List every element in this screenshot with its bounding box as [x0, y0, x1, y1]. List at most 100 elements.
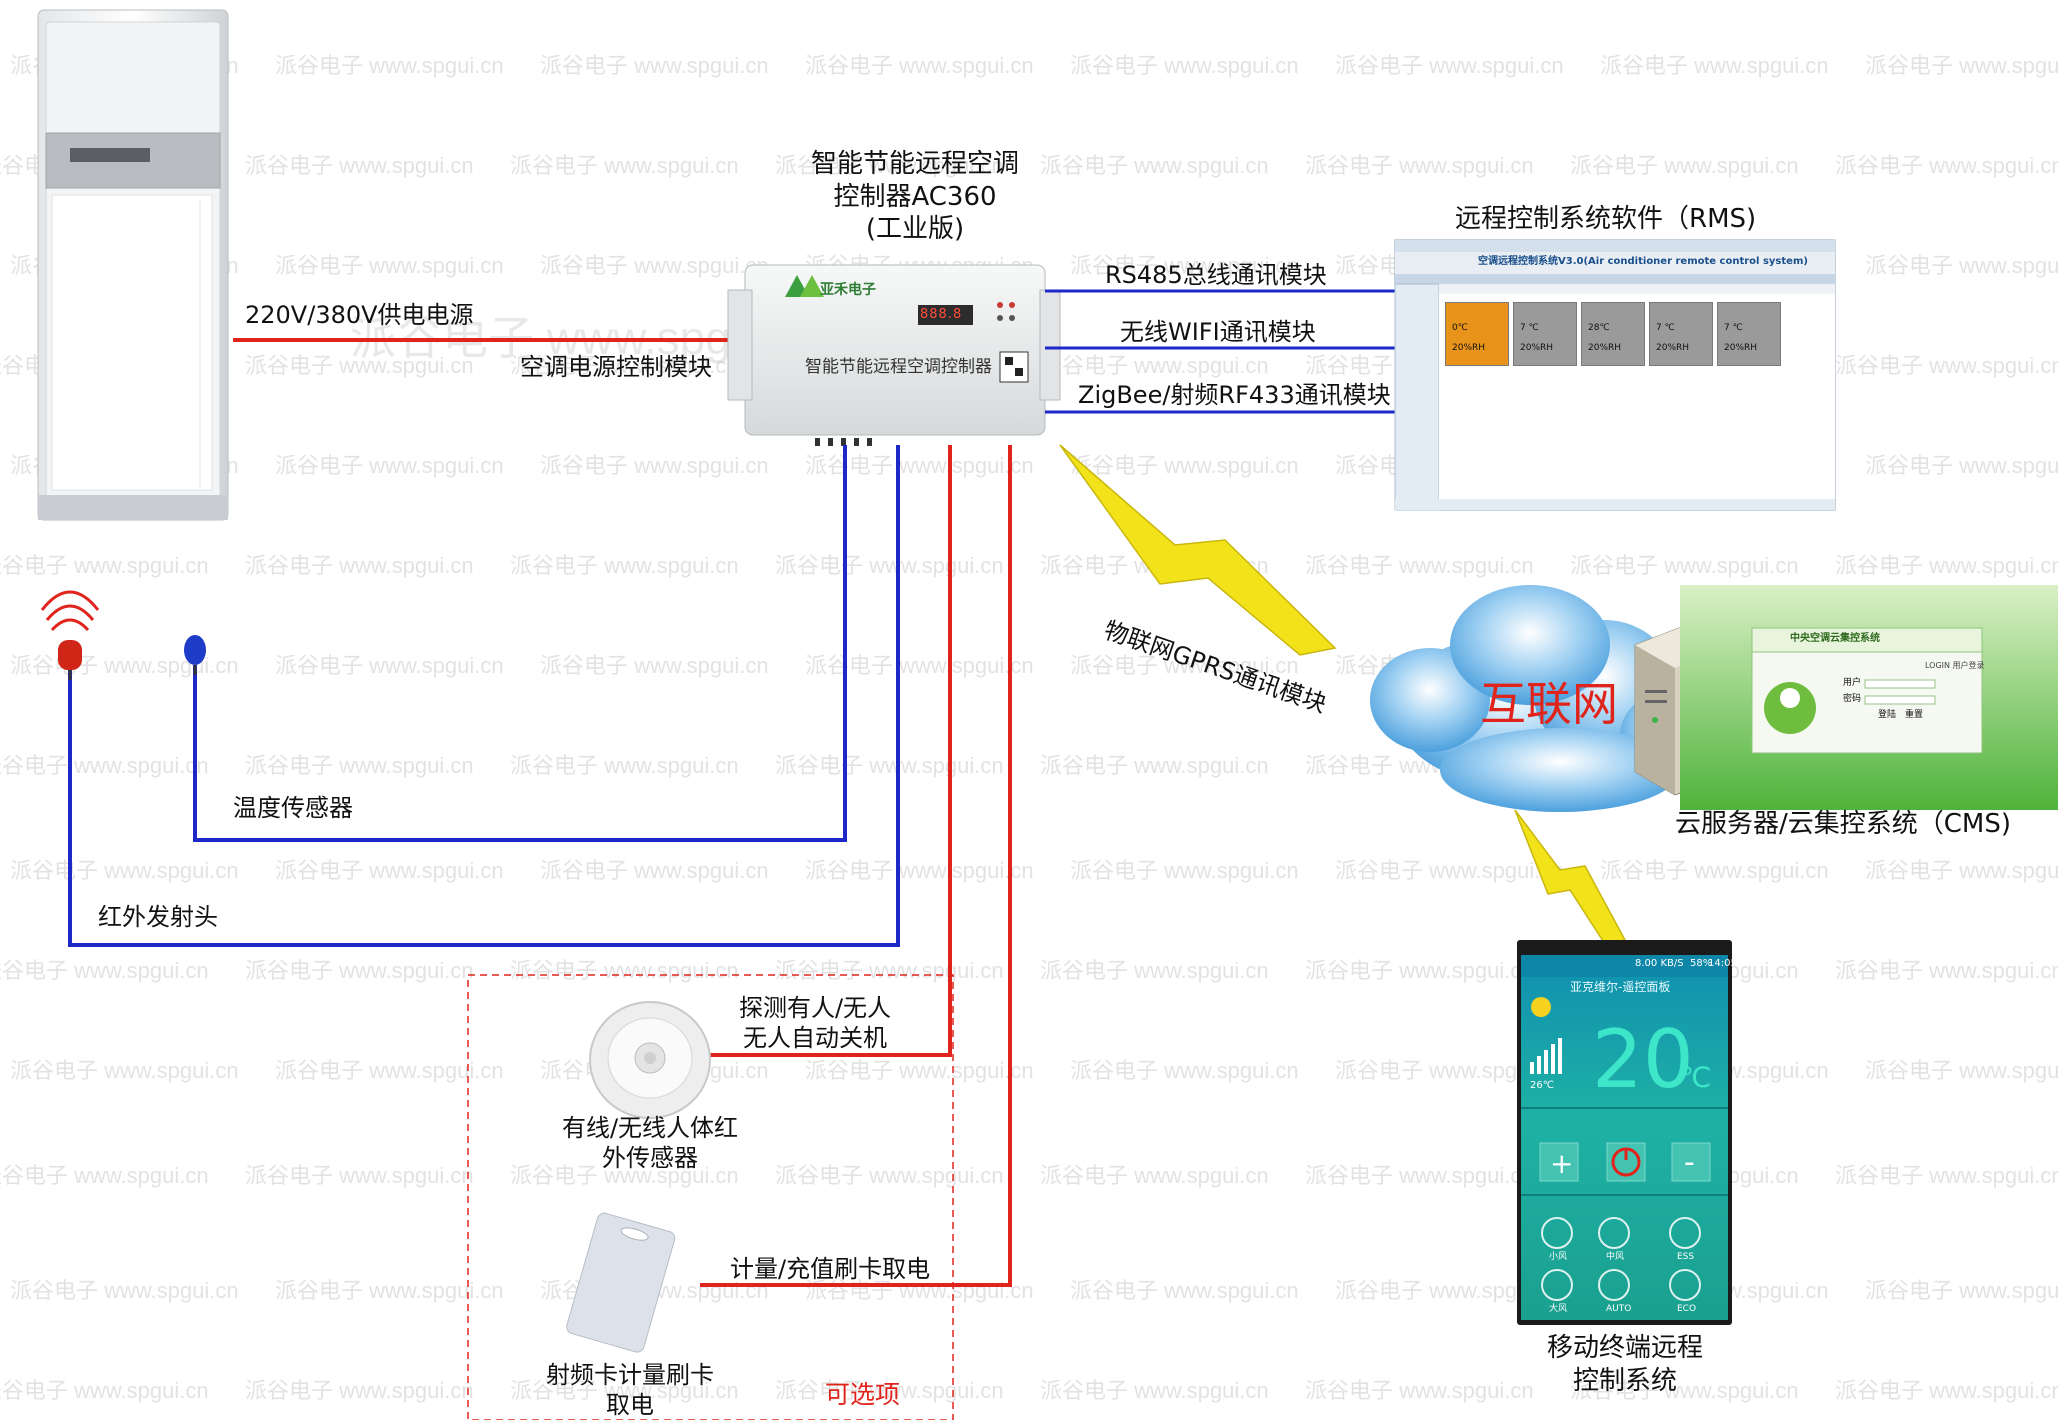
- controller-logo-text: 亚禾电子: [820, 282, 876, 298]
- mobile-plus-button[interactable]: +: [1550, 1147, 1574, 1180]
- watermark-text: 派谷电子 www.spgui.cn: [1305, 553, 1534, 578]
- watermark-text: 派谷电子 www.spgui.cn: [1570, 153, 1799, 178]
- rms-tile[interactable]: 7 ℃ 20%RH: [1717, 302, 1781, 366]
- rs485-label: RS485总线通讯模块: [1105, 261, 1327, 289]
- card-line: [700, 445, 1012, 1287]
- rf-card-line-2: 取电: [606, 1391, 654, 1419]
- zigbee-label: ZigBee/射频RF433通讯模块: [1078, 381, 1391, 409]
- rms-software-window: [1394, 239, 1836, 511]
- controller-title-line-3: (工业版): [865, 214, 965, 244]
- watermark-text: 派谷电子 www.spgui.cn: [1070, 1058, 1299, 1083]
- watermark-text: 派谷电子 www.spgui.cn: [1070, 653, 1299, 678]
- watermark-text: 派谷电子 www.spgui.cn: [1305, 1378, 1534, 1403]
- controller-title-line-1: 智能节能远程空调: [810, 149, 1019, 179]
- optional-label: 可选项: [825, 1382, 901, 1409]
- controller-face-label: 智能节能远程空调控制器: [805, 357, 992, 377]
- cms-login-button[interactable]: 登陆: [1878, 710, 1897, 720]
- rms-tile-value: 20%RH: [1520, 343, 1554, 353]
- pir-line-2: 外传感器: [602, 1144, 698, 1172]
- watermark-text: 派谷电子 www.spgui.cn: [1040, 958, 1269, 983]
- presence-line-2: 无人自动关机: [743, 1024, 887, 1052]
- rms-tile-value: 20%RH: [1588, 343, 1622, 353]
- rms-tile-temp: 7 ℃: [1724, 323, 1743, 333]
- watermark-text: 派谷电子 www.spgui.cn: [1335, 858, 1564, 883]
- watermark-text: 派谷电子 www.spgui.cn: [1835, 553, 2058, 578]
- mobile-fan-label[interactable]: 大风: [1549, 1304, 1568, 1314]
- controller-box: [727, 264, 1061, 446]
- watermark-text: 派谷电子 www.spgui.cn: [1835, 153, 2058, 178]
- mobile-fan-label[interactable]: ECO: [1677, 1304, 1697, 1314]
- watermark-text: 派谷电子 www.spgui.cn: [1865, 858, 2058, 883]
- signal-bars-icon: [1530, 1038, 1562, 1074]
- watermark-text: 派谷电子 www.spgui.cn: [1600, 53, 1829, 78]
- watermark-text: 派谷电子 www.spgui.cn: [1570, 553, 1799, 578]
- controller-title: 智能节能远程空调 控制器AC360 (工业版): [770, 148, 1060, 246]
- watermark-text: 派谷电子 www.spgui.cn: [1070, 53, 1299, 78]
- watermark-text: 派谷电子 www.spgui.cn: [775, 1378, 1004, 1403]
- watermark-text: 派谷电子 www.spgui.cn: [775, 153, 1004, 178]
- power-label: 220V/380V供电电源: [245, 301, 474, 329]
- watermark-text: 派谷电子 www.spgui.cn: [1865, 1058, 2058, 1083]
- cms-login-top: LOGIN 用户登录: [1925, 661, 1985, 670]
- rf-card-label: 射频卡计量刷卡 取电: [535, 1360, 725, 1420]
- watermark-text: 派谷电子 www.spgui.cn: [1305, 958, 1534, 983]
- cms-reset-button[interactable]: 重置: [1905, 710, 1924, 720]
- watermark-text: 派谷电子 www.spgui.cn: [10, 1058, 239, 1083]
- watermark-text: 派谷电子 www.spgui.cn: [1865, 1278, 2058, 1303]
- watermark-text: 派谷电子 www.spgui.cn: [775, 958, 1004, 983]
- mobile-minus-button[interactable]: -: [1684, 1145, 1695, 1180]
- pir-line: [700, 445, 952, 1057]
- watermark-text: 派谷电子 www.spgui.cn: [540, 653, 769, 678]
- watermark-text: 派谷电子 www.spgui.cn: [1070, 453, 1299, 478]
- mobile-temp-value: 20: [1592, 1013, 1694, 1106]
- mobile-label-line-2: 控制系统: [1572, 1365, 1677, 1396]
- watermark-text: 派谷电子 www.spgui.cn: [540, 253, 769, 278]
- mobile-status-speed: 8.00 KB/S: [1635, 958, 1684, 969]
- mobile-fan-label[interactable]: 中风: [1606, 1252, 1625, 1262]
- watermark-text: 派谷电子 www.spgui.cn: [1865, 453, 2058, 478]
- mobile-fan-label[interactable]: ESS: [1677, 1252, 1695, 1262]
- watermark-text: 派谷电子 www.spgui.cn: [805, 53, 1034, 78]
- rms-tile-temp: 7 ℃: [1656, 323, 1675, 333]
- presence-label: 探测有人/无人 无人自动关机: [735, 993, 895, 1053]
- watermark-text: 派谷电子 www.spgui.cn: [1040, 1378, 1269, 1403]
- mobile-app-title: 亚克维尔-遥控面板: [1570, 980, 1671, 994]
- watermark-text: 派谷电子 www.spgui.cn: [275, 858, 504, 883]
- watermark-text: 派谷电子 www.spgui.cn: [1305, 153, 1534, 178]
- watermark-text: 派谷电子 www.spgui.cn: [1070, 1278, 1299, 1303]
- controller-title-line-2: 控制器AC360: [833, 181, 997, 212]
- watermark-text: 派谷电子 www.spgui.cn: [1040, 753, 1269, 778]
- watermark-text: 派谷电子 www.spgui.cn: [10, 858, 239, 883]
- mobile-fan-label[interactable]: 小风: [1549, 1252, 1568, 1262]
- watermark-text: 派谷电子 www.spgui.cn: [0, 958, 209, 983]
- watermark-text: 派谷电子 www.spgui.cn: [245, 153, 474, 178]
- watermark-text: 派谷电子 www.spgui.cn: [510, 353, 739, 378]
- mobile-fan-label[interactable]: AUTO: [1606, 1304, 1632, 1314]
- rms-tile-temp: 0℃: [1452, 323, 1468, 333]
- cms-login-pass-label: 密码: [1843, 694, 1862, 704]
- watermark-text: 派谷电子 www.spgui.cn: [805, 1278, 1034, 1303]
- temp-sensor-line: [193, 445, 847, 842]
- watermark-text: 派谷电子 www.spgui.cn: [1570, 1378, 1799, 1403]
- watermark-text: 派谷电子 www.spgui.cn: [0, 553, 209, 578]
- watermark-text: 派谷电子 www.spgui.cn: [805, 1058, 1034, 1083]
- watermark-text: 派谷电子 www.spgui.cn: [510, 1163, 739, 1188]
- watermark-text: 派谷电子 www.spgui.cn: [275, 253, 504, 278]
- watermark-text: 派谷电子 www.spgui.cn: [10, 1278, 239, 1303]
- watermark-text: 派谷电子 www.spgui.cn: [1070, 858, 1299, 883]
- watermark-text: 派谷电子 www.spgui.cn: [275, 453, 504, 478]
- rms-tile[interactable]: 7 ℃ 20%RH: [1649, 302, 1713, 366]
- cms-label: 云服务器/云集控系统（CMS): [1675, 809, 2011, 839]
- cms-login-header: 中央空调云集控系统: [1790, 633, 1880, 644]
- watermark-text: 派谷电子 www.spgui.cn: [245, 1378, 474, 1403]
- watermark-text: 派谷电子 www.spgui.cn: [245, 753, 474, 778]
- watermark-text: 派谷电子 www.spgui.cn: [0, 1378, 209, 1403]
- rms-tile-value: 20%RH: [1656, 343, 1690, 353]
- rms-tile-value: 20%RH: [1724, 343, 1758, 353]
- watermark-text: 派谷电子 www.spgui.cn: [540, 453, 769, 478]
- cms-login-user-label: 用户: [1843, 678, 1862, 688]
- mobile-status-time: 14:05: [1708, 958, 1737, 969]
